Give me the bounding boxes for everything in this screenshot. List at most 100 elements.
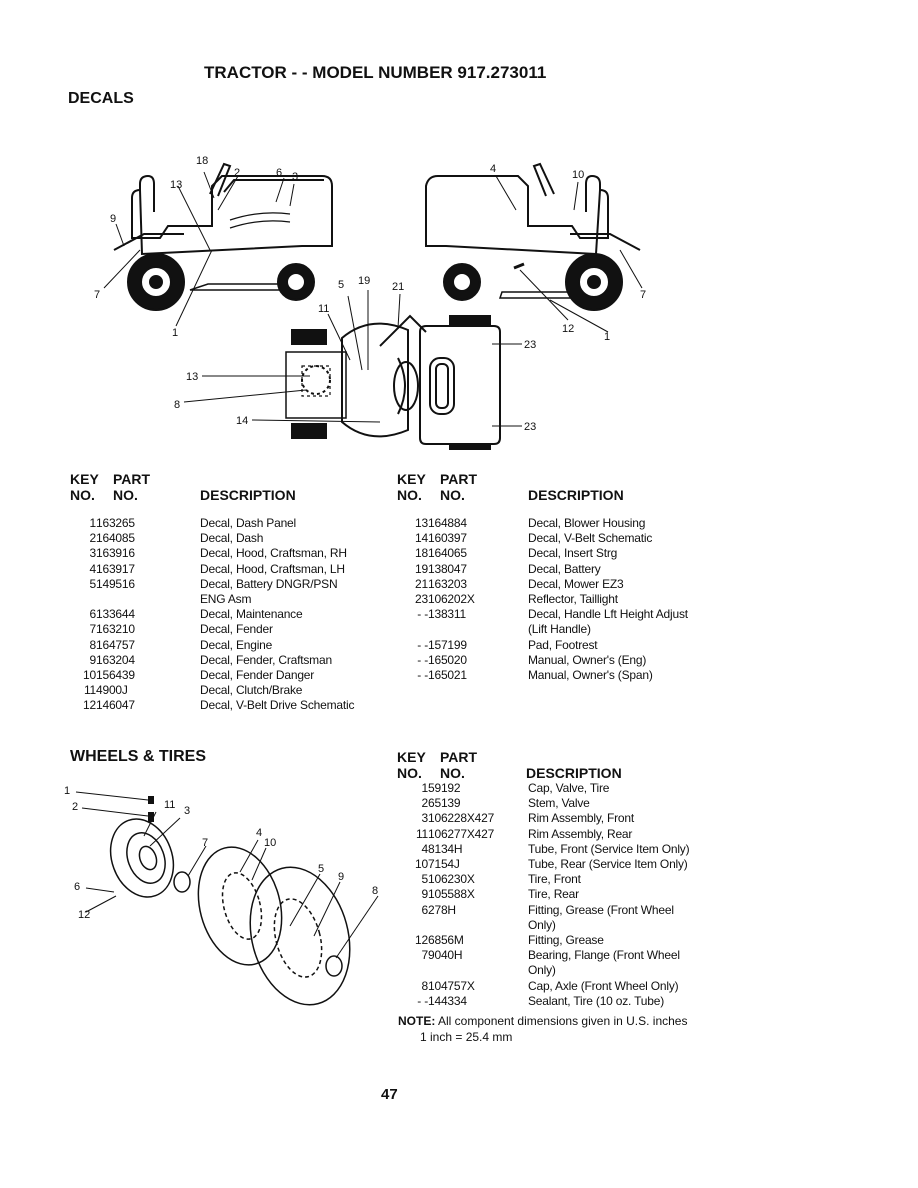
callout-label: 5 (318, 863, 324, 875)
parts-desc-cell: Pad, Footrest (528, 637, 598, 652)
callout-label: 7 (202, 837, 208, 849)
parts-key-cell: 21 (415, 576, 428, 591)
decals-heading: DECALS (68, 90, 134, 107)
parts-key-cell (398, 622, 428, 637)
callout-label: 6 (276, 167, 282, 179)
parts-part-cell: 133644 (96, 607, 135, 622)
callout-label: 12 (78, 909, 90, 921)
parts-desc-cell: Rim Assembly, Front (528, 811, 634, 826)
parts-part-cell (96, 592, 200, 607)
description-header: DESCRIPTION (528, 487, 624, 503)
callout-label: 12 (562, 323, 574, 335)
parts-desc-cell: Decal, Battery (528, 561, 601, 576)
parts-key-cell: 23 (415, 592, 428, 607)
callout-label: 10 (572, 169, 584, 181)
parts-key-cell: 2 (89, 531, 97, 546)
parts-part-cell: 4900J (96, 683, 128, 698)
parts-part-cell: 149516 (96, 576, 135, 591)
parts-key-cell: 10 (83, 668, 96, 683)
parts-part-cell: 106202X (428, 592, 475, 607)
callout-label: 1 (64, 785, 70, 797)
parts-row: (Lift Handle) (398, 622, 688, 637)
parts-key-cell: - - (417, 668, 428, 683)
parts-part-cell: 163917 (96, 561, 135, 576)
parts-part-cell: 104757X (428, 978, 475, 993)
callout-label: 9 (338, 871, 344, 883)
parts-part-cell: 105588X (428, 887, 475, 902)
parts-desc-cell: Decal, Clutch/Brake (200, 683, 303, 698)
callout-label: 5 (338, 279, 344, 291)
parts-key-cell: 3 (89, 546, 97, 561)
parts-part-cell: 106277X427 (428, 826, 495, 841)
parts-key-cell: 5 (421, 872, 429, 887)
units-conversion: 1 inch = 25.4 mm (420, 1030, 513, 1044)
parts-part-cell: 160397 (428, 531, 467, 546)
wheels-diagram: 1 2 11 3 4 10 7 5 9 8 6 12 (64, 785, 379, 1006)
parts-part-cell: 164884 (428, 516, 467, 530)
callout-label: 6 (74, 881, 80, 893)
callout-label: 2 (234, 167, 240, 179)
parts-desc-cell: Decal, Hood, Craftsman, RH (200, 546, 347, 561)
wheel-callout-labels: 1 2 11 3 4 10 7 5 9 8 6 12 (64, 785, 378, 921)
parts-part-cell: 106230X (428, 872, 475, 887)
parts-part-cell: 8134H (428, 841, 463, 856)
parts-row: Only) (398, 918, 689, 933)
parts-key-cell: 14 (415, 531, 428, 546)
callout-label: 23 (524, 339, 536, 351)
parts-part-cell: 163916 (96, 546, 135, 561)
parts-part-cell: 165021 (428, 668, 467, 683)
parts-part-cell: 138311 (428, 607, 466, 622)
description-header: DESCRIPTION (526, 765, 622, 781)
parts-desc-cell: ENG Asm (200, 592, 252, 607)
parts-desc-cell: (Lift Handle) (528, 622, 591, 637)
parts-desc-cell: Decal, Maintenance (200, 607, 303, 622)
parts-desc-cell: Decal, Fender Danger (200, 668, 315, 683)
parts-row: Only) (398, 963, 689, 978)
parts-key-cell: 12 (415, 933, 428, 948)
parts-desc-cell: Tube, Front (Service Item Only) (528, 841, 690, 856)
callout-label: 4 (490, 163, 496, 175)
parts-desc-cell: Manual, Owner's (Span) (528, 668, 653, 683)
parts-desc-cell: Decal, Dash Panel (200, 516, 296, 530)
parts-desc-cell: Decal, Insert Strg (528, 546, 618, 561)
parts-desc-cell: Decal, V-Belt Drive Schematic (200, 698, 355, 713)
left-tractor-illustration (113, 162, 333, 311)
parts-part-cell: 59192 (428, 781, 461, 795)
parts-desc-cell: Only) (528, 963, 556, 978)
parts-desc-cell: Tire, Front (528, 872, 581, 887)
parts-part-cell: 6856M (428, 933, 464, 948)
parts-key-cell: 7 (421, 948, 429, 963)
parts-part-cell: 9040H (428, 948, 463, 963)
parts-part-cell: 164065 (428, 546, 467, 561)
parts-desc-cell: Decal, Blower Housing (528, 516, 646, 530)
callout-label: 4 (256, 827, 262, 839)
callout-label: 13 (186, 371, 198, 383)
parts-key-cell: 1 (421, 781, 429, 795)
right-tractor-illustration (425, 162, 641, 311)
parts-key-cell: 6 (89, 607, 97, 622)
decals-diagram: 18 2 6 3 13 9 7 1 4 10 7 12 1 5 19 21 11… (94, 155, 646, 450)
parts-desc-cell: Tube, Rear (Service Item Only) (528, 857, 688, 872)
callout-label: 7 (94, 289, 100, 301)
callout-label: 9 (110, 213, 116, 225)
parts-part-cell: 163265 (96, 516, 135, 530)
